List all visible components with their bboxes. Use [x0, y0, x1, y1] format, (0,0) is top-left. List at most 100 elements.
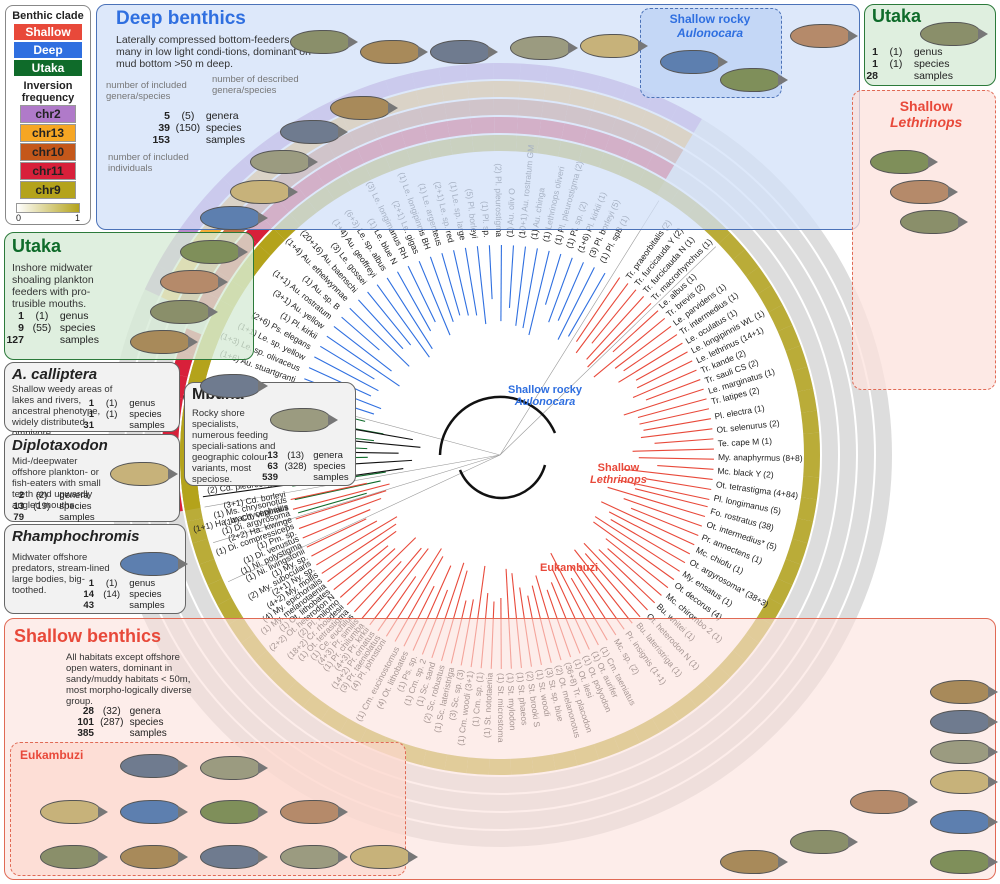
deep-branch [454, 250, 469, 315]
shallow-species: 101 [72, 717, 94, 728]
deep-species-desc: (150) [173, 122, 203, 134]
fish-photo [290, 30, 350, 54]
label-species: species [130, 717, 164, 728]
rhampho-stats: 1 (1) genus 14 (14) species 43 samples [72, 578, 165, 611]
label-genus: genus [60, 310, 89, 322]
shallow-stats: 28 (32) genera 101 (287) species 385 sam… [72, 706, 167, 739]
shallow-genera: 28 [72, 706, 94, 717]
inversion-cell [792, 367, 813, 392]
utaka-top-stats: 1 (1) genus 1 (1) species 28 samples [856, 46, 953, 82]
fish-photo [230, 180, 290, 204]
fish-photo [920, 22, 980, 46]
deep-branch [334, 326, 392, 371]
diplotaxodon-title: Diplotaxodon [12, 437, 108, 454]
shallow-genera-desc: (32) [97, 706, 127, 717]
label-genus: genus [129, 398, 155, 409]
shallow-branch [362, 548, 421, 618]
fish-photo [200, 800, 260, 824]
deep-benthics-title: Deep benthics [116, 8, 246, 30]
diplotaxodon-samples: 79 [2, 512, 24, 523]
fish-photo [280, 845, 340, 869]
deep-branch [558, 262, 583, 320]
shallow-lethrinops-panel [852, 90, 996, 390]
rhampho-genera: 1 [72, 578, 94, 589]
fish-photo [280, 800, 340, 824]
mbuna-species-desc: (328) [281, 461, 311, 472]
deep-branch [465, 248, 476, 316]
tip-label: Ot. selenurus (2) [716, 418, 780, 435]
deep-stats: 5 (5) genera 39 (150) species 153 sample… [148, 110, 245, 146]
utaka-top-samples: 28 [856, 70, 878, 82]
shallow-branch [639, 409, 708, 424]
deep-branch [529, 251, 549, 335]
fish-photo [270, 408, 330, 432]
mbuna-genera-desc: (13) [281, 450, 311, 461]
label-genera: genera [313, 450, 343, 461]
shallow-branch [613, 311, 658, 352]
fish-photo [180, 240, 240, 264]
legend-inversion-chr13: chr13 [20, 124, 76, 142]
utaka-left-title: Utaka [12, 236, 61, 257]
fish-photo [930, 710, 990, 734]
label-species: species [59, 501, 91, 512]
fish-photo [200, 206, 260, 230]
fish-photo [790, 24, 850, 48]
shallow-rocky-title-2: Aulonocara [677, 26, 743, 40]
deep-branch [368, 292, 411, 345]
inversion-cell [797, 497, 817, 521]
shallow-branch [641, 429, 712, 438]
shallow-rocky-title: Shallow rocky Aulonocara [650, 12, 770, 40]
calliptera-genera-desc: (1) [97, 398, 127, 409]
utaka-top-genera: 1 [856, 46, 878, 58]
rhampho-genera-desc: (1) [97, 578, 127, 589]
shallow-branch [646, 380, 700, 400]
legend-clade-shallow: Shallow [14, 24, 82, 40]
fish-photo [280, 120, 340, 144]
label-species: species [313, 461, 345, 472]
deep-note-included: number of included genera/species [106, 80, 206, 102]
deep-branch [477, 246, 485, 324]
fish-photo [200, 845, 260, 869]
shallow-branch [606, 539, 668, 588]
fish-photo [720, 68, 780, 92]
shallow-branch [588, 303, 651, 367]
rhampho-samples: 43 [72, 600, 94, 611]
utaka-left-species: 9 [2, 322, 24, 334]
fish-photo [150, 300, 210, 324]
deep-note-described: number of described genera/species [212, 74, 316, 96]
shallow-branch [615, 326, 671, 368]
fish-photo [40, 845, 100, 869]
calliptera-stats: 1 (1) genus 1 (1) species 31 samples [72, 398, 165, 431]
tip-label: Mc. black Y (2) [717, 466, 774, 480]
shallow-lethrinops-title: Shallow Lethrinops [890, 98, 962, 130]
fish-photo [120, 552, 180, 576]
fish-photo [930, 850, 990, 874]
fish-photo [930, 770, 990, 794]
mbuna-species: 63 [256, 461, 278, 472]
deep-branch [523, 248, 537, 328]
inversion-cell [801, 410, 819, 433]
deep-branch [545, 254, 560, 305]
deep-species-count: 39 [148, 122, 170, 134]
legend-frequency-scale [16, 203, 80, 213]
fish-photo [930, 740, 990, 764]
label-samples: samples [60, 334, 99, 346]
fish-photo [40, 800, 100, 824]
label-samples: samples [129, 420, 164, 431]
deep-genera-desc: (5) [173, 110, 203, 122]
fish-photo [250, 150, 310, 174]
label-species: species [129, 589, 161, 600]
label-genera: genera [130, 706, 161, 717]
fish-photo [720, 850, 780, 874]
calliptera-species-desc: (1) [97, 409, 127, 420]
shallow-branch [633, 449, 714, 451]
tip-label: Te. cape M (1) [717, 436, 772, 449]
label-species: species [60, 322, 96, 334]
inner-rocky-2: Aulonocara [515, 396, 576, 408]
utaka-left-species-desc: (55) [27, 322, 57, 334]
utaka-top-species-desc: (1) [881, 58, 911, 70]
deep-branch [549, 258, 573, 322]
mbuna-stats: 13 (13) genera 63 (328) species 539 samp… [256, 450, 349, 483]
fish-photo [930, 680, 990, 704]
deep-note-individuals: number of included individuals [108, 152, 208, 174]
